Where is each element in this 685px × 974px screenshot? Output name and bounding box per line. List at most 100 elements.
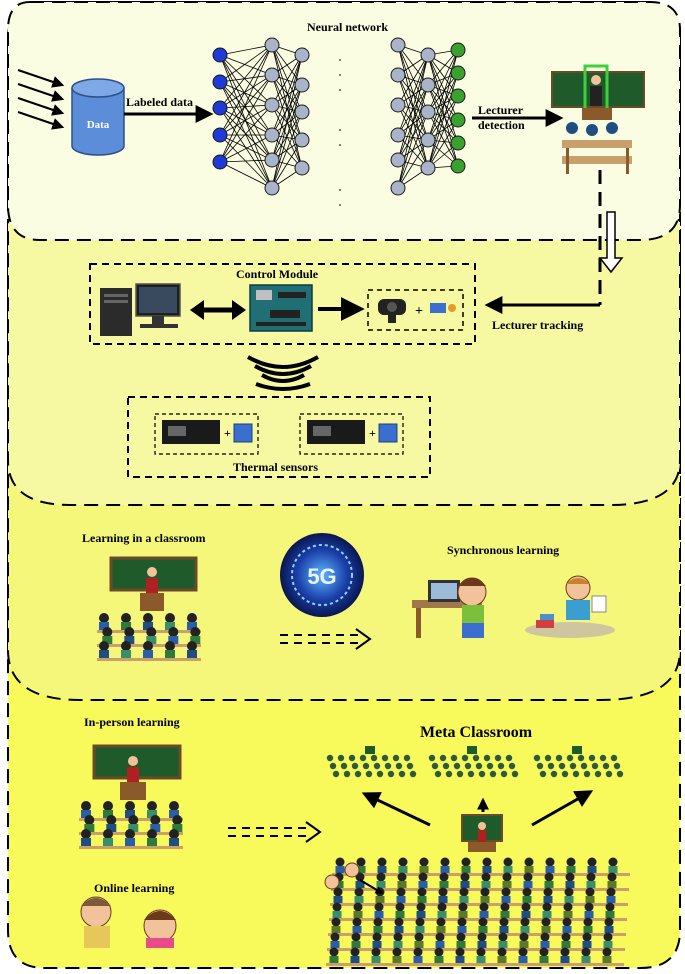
meta-student-body	[604, 926, 614, 933]
thermal-sensors-label: Thermal sensors	[233, 460, 318, 474]
mini-student	[434, 770, 442, 778]
neuron	[212, 74, 228, 90]
meta-student-body	[563, 911, 573, 918]
student-head	[169, 829, 179, 839]
mini-student	[508, 762, 516, 770]
neuron	[264, 37, 280, 53]
nn-connection	[427, 111, 459, 167]
nn-connection	[219, 81, 273, 161]
meta-student-body	[440, 866, 450, 873]
meta-desk-row	[330, 903, 628, 906]
meta-student-body	[438, 896, 448, 903]
nn-connection	[219, 107, 273, 136]
meta-student-body	[458, 911, 468, 918]
mini-student	[588, 754, 596, 762]
meta-student-head	[500, 902, 510, 912]
meta-student-head	[519, 932, 529, 942]
meta-student-body	[398, 866, 408, 873]
meta-student-body	[524, 866, 534, 873]
mini-student	[489, 770, 497, 778]
mini-student	[329, 762, 337, 770]
main-lecturer-board	[461, 814, 503, 852]
meta-student-body	[477, 941, 487, 948]
student-body	[172, 824, 183, 832]
meta-student-head	[460, 872, 470, 882]
student-head	[143, 613, 153, 623]
mini-student	[439, 754, 447, 762]
student-head	[128, 815, 139, 825]
meta-student-head	[350, 947, 360, 957]
meta-student-body	[332, 911, 342, 918]
camera-servo-box	[367, 289, 464, 331]
student-head	[103, 829, 113, 839]
mini-student	[453, 762, 461, 770]
student-body	[125, 810, 135, 818]
desk-row	[79, 846, 183, 849]
nn-connection	[397, 74, 429, 113]
meta-student-body	[587, 866, 597, 873]
nn-connection	[427, 119, 459, 169]
mini-student	[478, 770, 486, 778]
meta-student-body	[539, 956, 549, 963]
mini-board	[365, 746, 375, 754]
mini-student	[343, 770, 351, 778]
nn-connection	[427, 72, 459, 113]
mini-student	[555, 754, 563, 762]
database-icon: Data	[71, 78, 125, 156]
meta-student-head	[581, 947, 591, 957]
mini-student	[381, 754, 389, 762]
mini-student	[539, 770, 547, 778]
control-module-title: Control Module	[236, 267, 319, 281]
desk-row	[97, 658, 201, 661]
meta-student-head	[605, 902, 615, 912]
nn-connection	[427, 54, 459, 121]
mini-student	[376, 770, 384, 778]
nn-connection	[427, 84, 459, 167]
nn-connection	[219, 81, 273, 106]
nn-connection	[427, 84, 459, 121]
neuron	[264, 152, 280, 168]
online-avatars	[324, 862, 384, 894]
meta-student-head	[438, 887, 448, 897]
mini-student	[409, 770, 417, 778]
meta-student-head	[501, 887, 511, 897]
meta-student-head	[499, 917, 509, 927]
student-head	[143, 641, 153, 651]
meta-student-head	[544, 872, 554, 882]
dots	[339, 59, 341, 206]
mini-student	[505, 754, 513, 762]
meta-student-body	[416, 911, 426, 918]
meta-student-body	[353, 911, 363, 918]
nn-connection	[219, 159, 273, 163]
meta-student-body	[329, 956, 339, 963]
thermal-sensor-1: +	[162, 420, 253, 444]
nn-connection	[427, 72, 459, 169]
meta-student-head	[353, 902, 363, 912]
neuron	[450, 158, 466, 174]
meta-student-head	[602, 947, 612, 957]
meta-student-body	[603, 941, 613, 948]
nn-connection	[397, 54, 429, 189]
meta-student-body	[500, 911, 510, 918]
nn-connection	[427, 49, 459, 141]
mini-student	[445, 770, 453, 778]
student-body	[147, 810, 157, 818]
student-head	[99, 641, 109, 651]
meta-student-body	[581, 956, 591, 963]
mini-student	[599, 754, 607, 762]
nn-connection	[427, 95, 459, 141]
meta-student-body	[586, 881, 596, 888]
meta-student-head	[521, 902, 531, 912]
meta-student-head	[586, 872, 596, 882]
nn-connection	[219, 54, 273, 136]
student-at-computer-illustration	[412, 577, 487, 638]
student-body	[103, 838, 113, 846]
student-body	[165, 622, 175, 630]
nn-connection	[271, 111, 303, 189]
meta-student-body	[519, 941, 529, 948]
down-hollow-arrow	[598, 211, 624, 274]
student-body	[81, 810, 91, 818]
meta-student-body	[541, 926, 551, 933]
meta-student-head	[439, 872, 449, 882]
nn-connection	[219, 74, 273, 83]
